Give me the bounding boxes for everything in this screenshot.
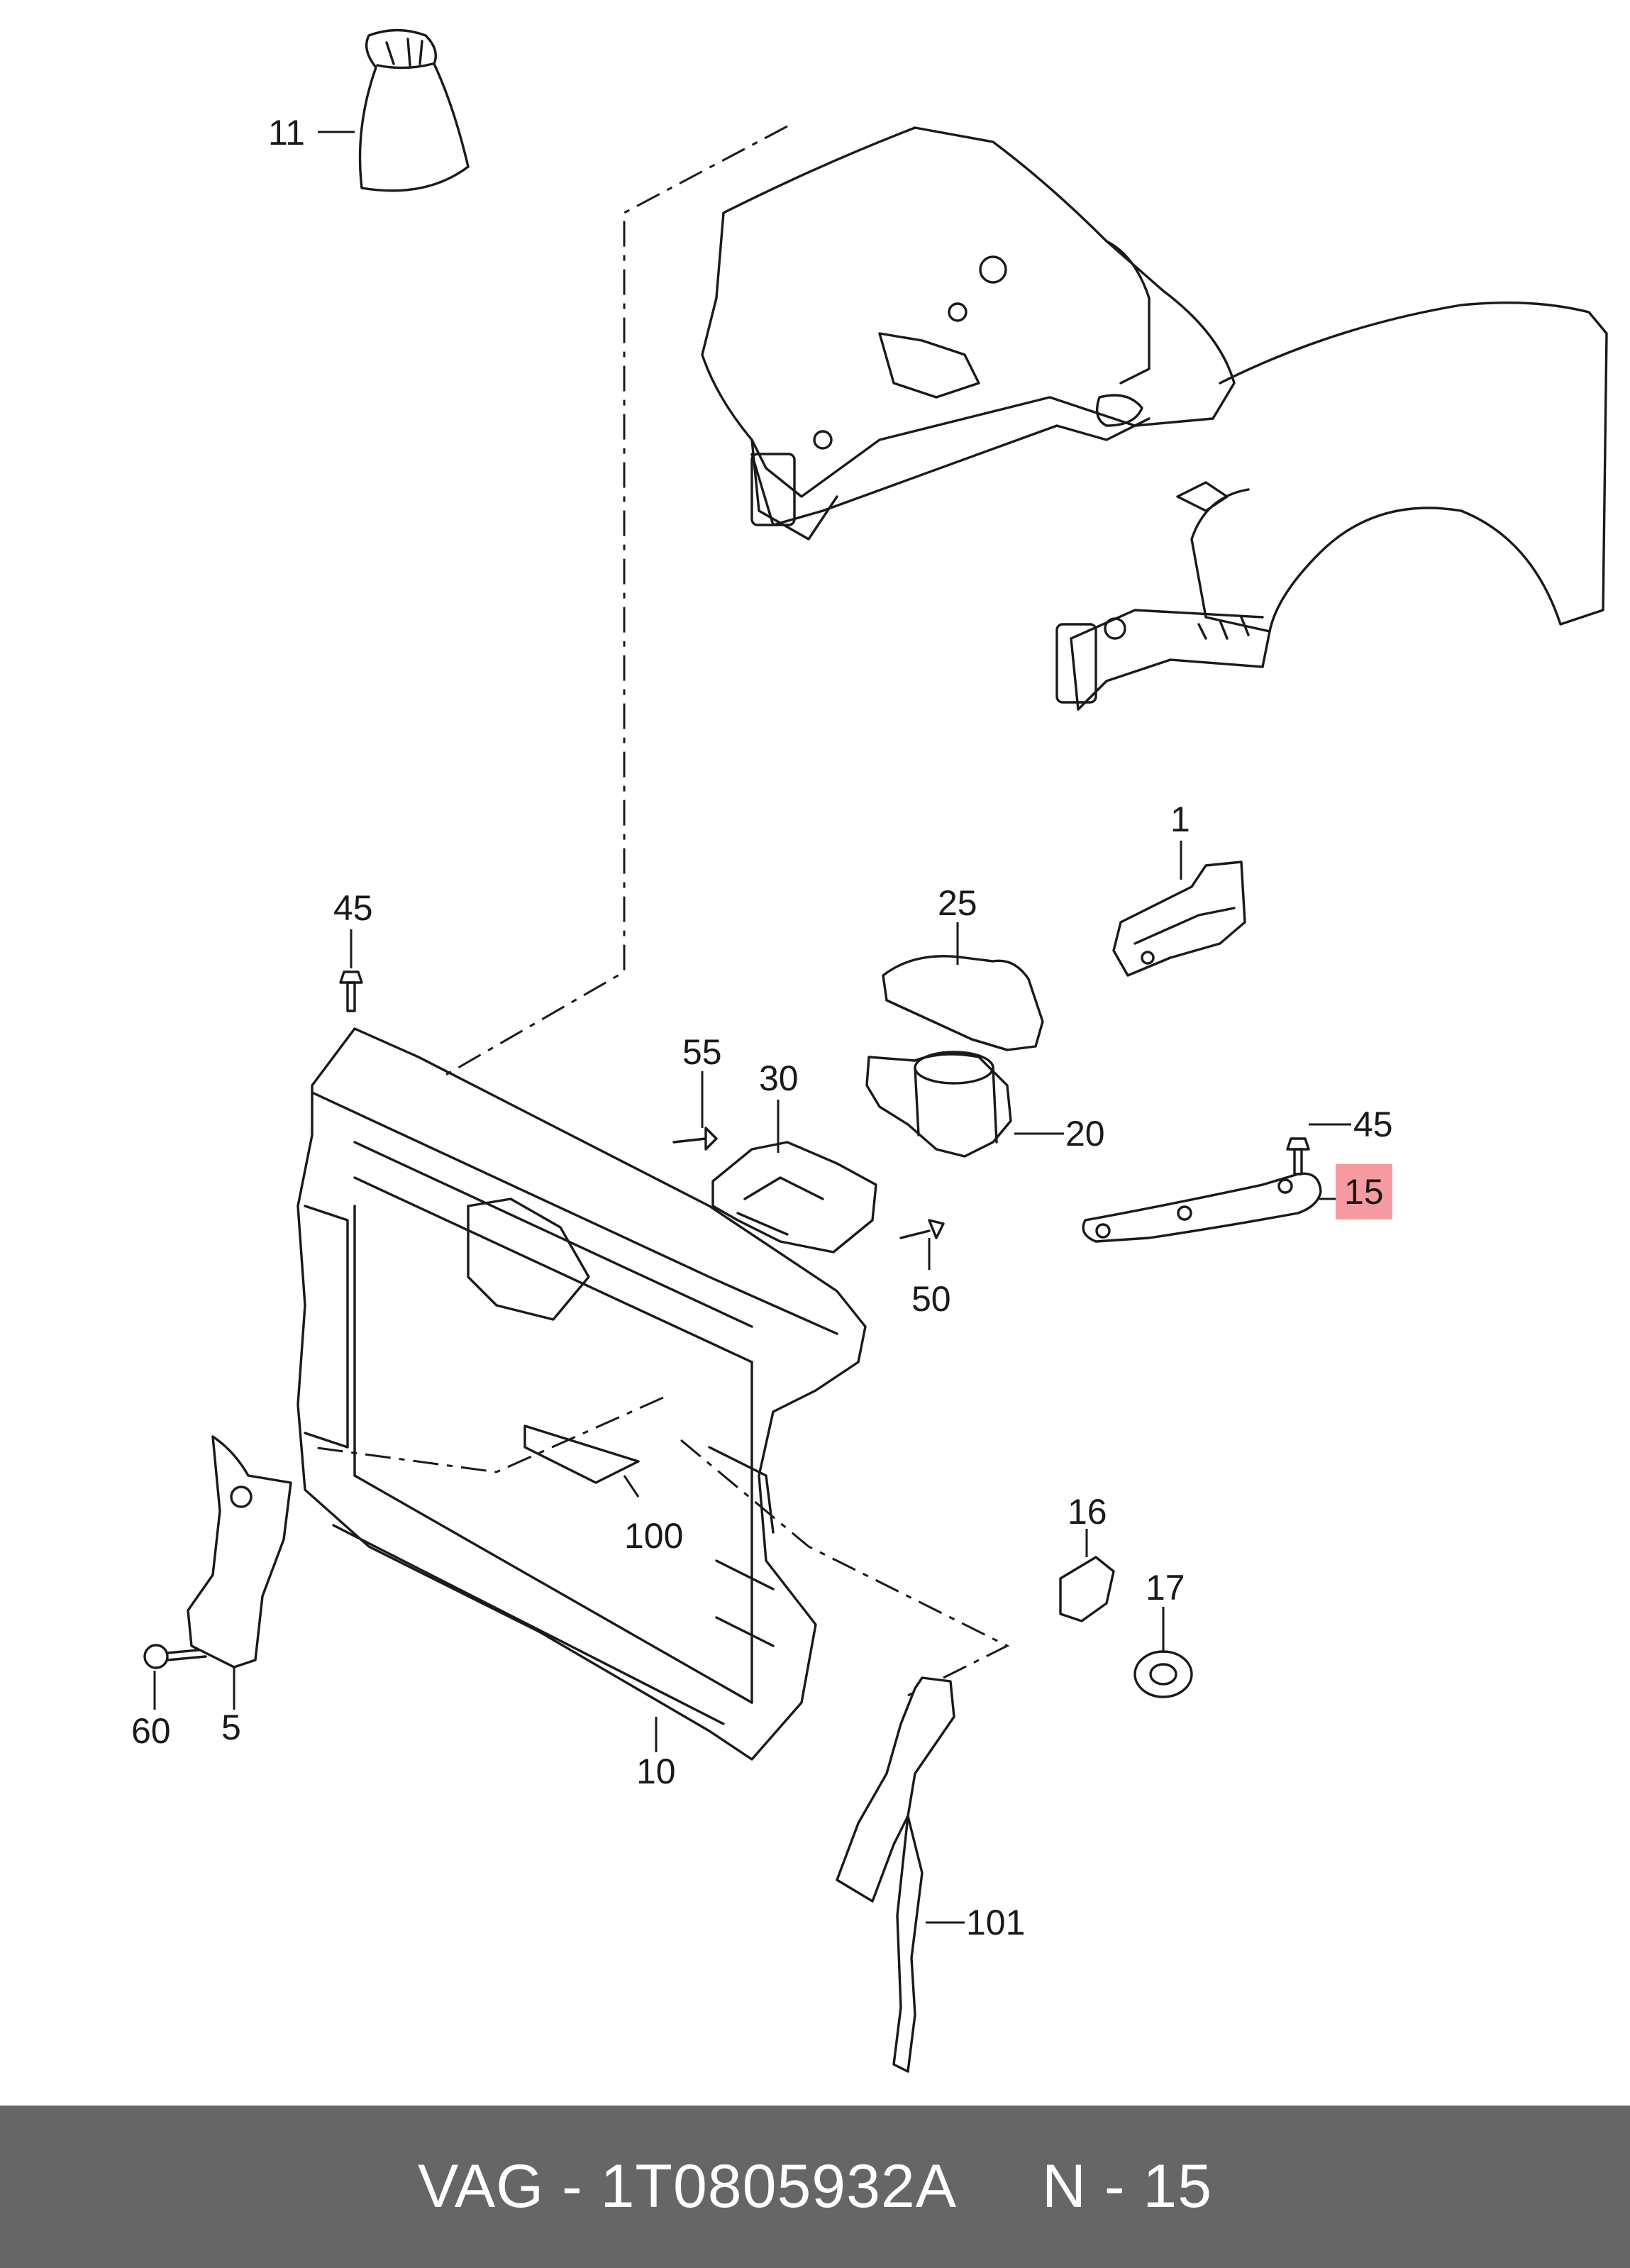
part-15-brace [1082,1172,1322,1243]
callout-100: 100 [624,1516,684,1556]
part-30-air-duct [711,1141,877,1254]
fasteners [143,970,1310,1698]
callout-101: 101 [966,1903,1026,1942]
callout-16: 16 [1068,1492,1107,1532]
callout-60: 60 [131,1711,171,1751]
part-11-bag [358,28,470,192]
callout-45-left: 45 [333,888,373,928]
callout-45-right: 45 [1353,1105,1393,1144]
part-20-air-guide [865,1051,1012,1158]
part-1-bracket [1112,861,1246,977]
part-25-duct-cover [882,955,1044,1051]
callout-50: 50 [911,1279,951,1319]
callout-55: 55 [682,1032,722,1072]
leader-lines [153,131,1351,1924]
callout-10: 10 [636,1752,676,1791]
callout-11: 11 [268,113,305,153]
callout-17: 17 [1146,1568,1185,1608]
diagram-drawing [143,28,1608,2073]
part-number-footer: VAG - 1T0805932A N - 15 [0,2106,1630,2268]
callout-15-highlighted: 15 [1336,1164,1392,1219]
part-10-front-carrier [296,1027,867,1761]
footer-text: VAG - 1T0805932A N - 15 [417,2152,1213,2220]
part-101-air-guide [836,1676,955,2073]
part-5-side-bracket [187,1435,292,1669]
callout-30: 30 [759,1058,799,1098]
exploded-parts-diagram: 11 1 25 45 55 30 20 45 15 50 100 16 17 6… [131,28,1608,2073]
upper-body-structure [701,126,1608,711]
callout-25: 25 [938,883,977,923]
callout-5: 5 [221,1708,241,1747]
callout-1: 1 [1170,800,1190,839]
reference-lines [311,125,1010,1697]
callout-20: 20 [1065,1114,1105,1154]
